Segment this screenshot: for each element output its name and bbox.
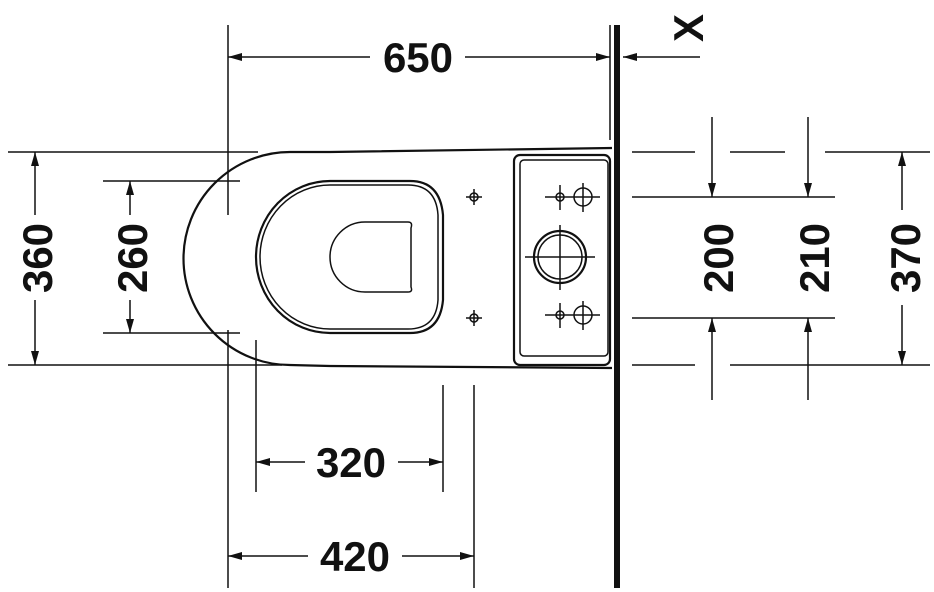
seat-opening	[329, 221, 413, 293]
tank-outline	[512, 153, 612, 367]
dimension-label: 360	[14, 223, 61, 293]
dimension-label: X	[665, 14, 712, 42]
water-connection-icon	[545, 183, 600, 212]
dimension-label: 210	[791, 223, 838, 293]
dimension-label: 370	[882, 223, 929, 293]
dimension-260: 260	[103, 180, 240, 334]
dimension-650: 650	[228, 34, 610, 81]
dimension-360: 360	[8, 151, 282, 366]
dimension-210: 210	[791, 117, 838, 400]
dimension-label: 650	[383, 34, 453, 81]
dimension-label: 260	[109, 223, 156, 293]
dimension-320: 320	[255, 340, 444, 492]
dimension-x: X	[623, 14, 712, 61]
tank-inner	[519, 159, 609, 357]
bowl-outline	[182, 146, 613, 370]
seat-inner-outline	[259, 184, 439, 330]
extension-lines-right	[632, 151, 930, 366]
fixing-bolt-icon	[466, 189, 482, 205]
water-connection-icon	[545, 301, 600, 330]
seat-outline	[254, 179, 445, 335]
dimension-label: 320	[316, 439, 386, 486]
dimension-420: 420	[228, 385, 475, 588]
fixing-bolt-icon	[466, 310, 482, 326]
dimension-label: 420	[320, 533, 390, 580]
dimension-200: 200	[695, 117, 742, 400]
dimension-label: 200	[695, 223, 742, 293]
drain-connection-icon	[525, 225, 595, 290]
dimension-370: 370	[882, 152, 929, 365]
